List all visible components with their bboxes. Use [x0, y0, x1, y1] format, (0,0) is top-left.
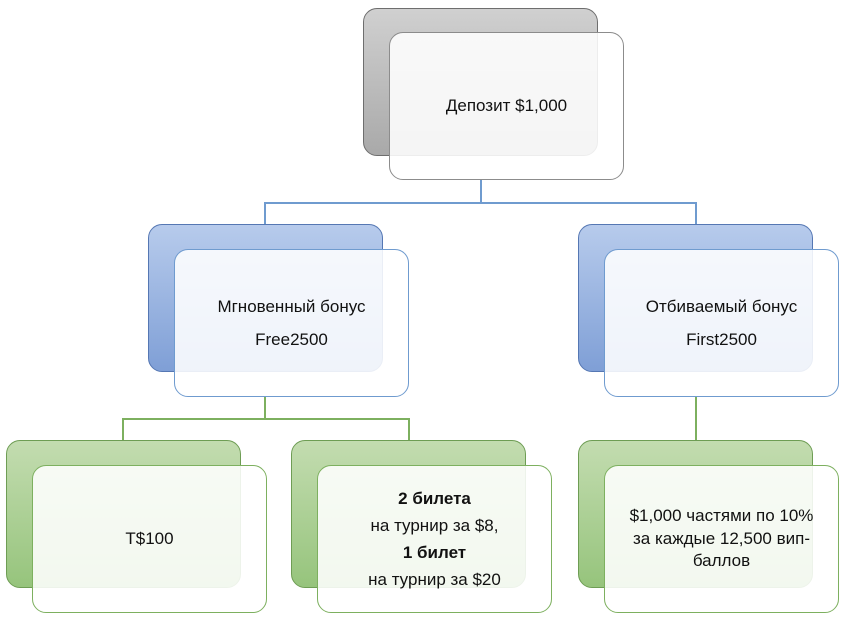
- connector-root-horizontal: [264, 202, 696, 204]
- tickets-desc-2: на турнир за $20: [368, 570, 501, 590]
- connector-to-right: [695, 202, 697, 224]
- tourney-dollars-node: T$100: [32, 465, 267, 613]
- connector-left-horizontal: [122, 418, 409, 420]
- clearable-bonus-title: Отбиваемый бонус: [645, 296, 798, 316]
- instant-bonus-node: Мгновенный бонус Free2500: [174, 249, 409, 397]
- instant-bonus-title: Мгновенный бонус: [217, 296, 366, 316]
- root-node: Депозит $1,000: [389, 32, 624, 180]
- connector-to-leaf1: [122, 418, 124, 440]
- instant-bonus-code: Free2500: [255, 330, 328, 349]
- tickets-node: 2 билета на турнир за $8, 1 билет на тур…: [317, 465, 552, 613]
- connector-root-down: [480, 180, 482, 202]
- released-bonus-line1: $1,000 частями по 10%: [629, 505, 814, 525]
- connector-to-leaf2: [408, 418, 410, 440]
- tickets-count-1: 2 билета: [398, 488, 471, 508]
- connector-left-down: [264, 397, 266, 418]
- tourney-dollars-label: T$100: [125, 529, 174, 549]
- connector-to-left: [264, 202, 266, 224]
- tickets-count-2: 1 билет: [402, 543, 467, 562]
- clearable-bonus-node: Отбиваемый бонус First2500: [604, 249, 839, 397]
- clearable-bonus-code: First2500: [686, 330, 757, 349]
- released-bonus-node: $1,000 частями по 10% за каждые 12,500 в…: [604, 465, 839, 613]
- connector-right-down: [695, 397, 697, 440]
- root-label: Депозит $1,000: [445, 96, 568, 116]
- released-bonus-line3: баллов: [692, 551, 751, 571]
- tickets-desc-1: на турнир за $8,: [370, 515, 499, 535]
- released-bonus-line2: за каждые 12,500 вип-: [632, 528, 811, 548]
